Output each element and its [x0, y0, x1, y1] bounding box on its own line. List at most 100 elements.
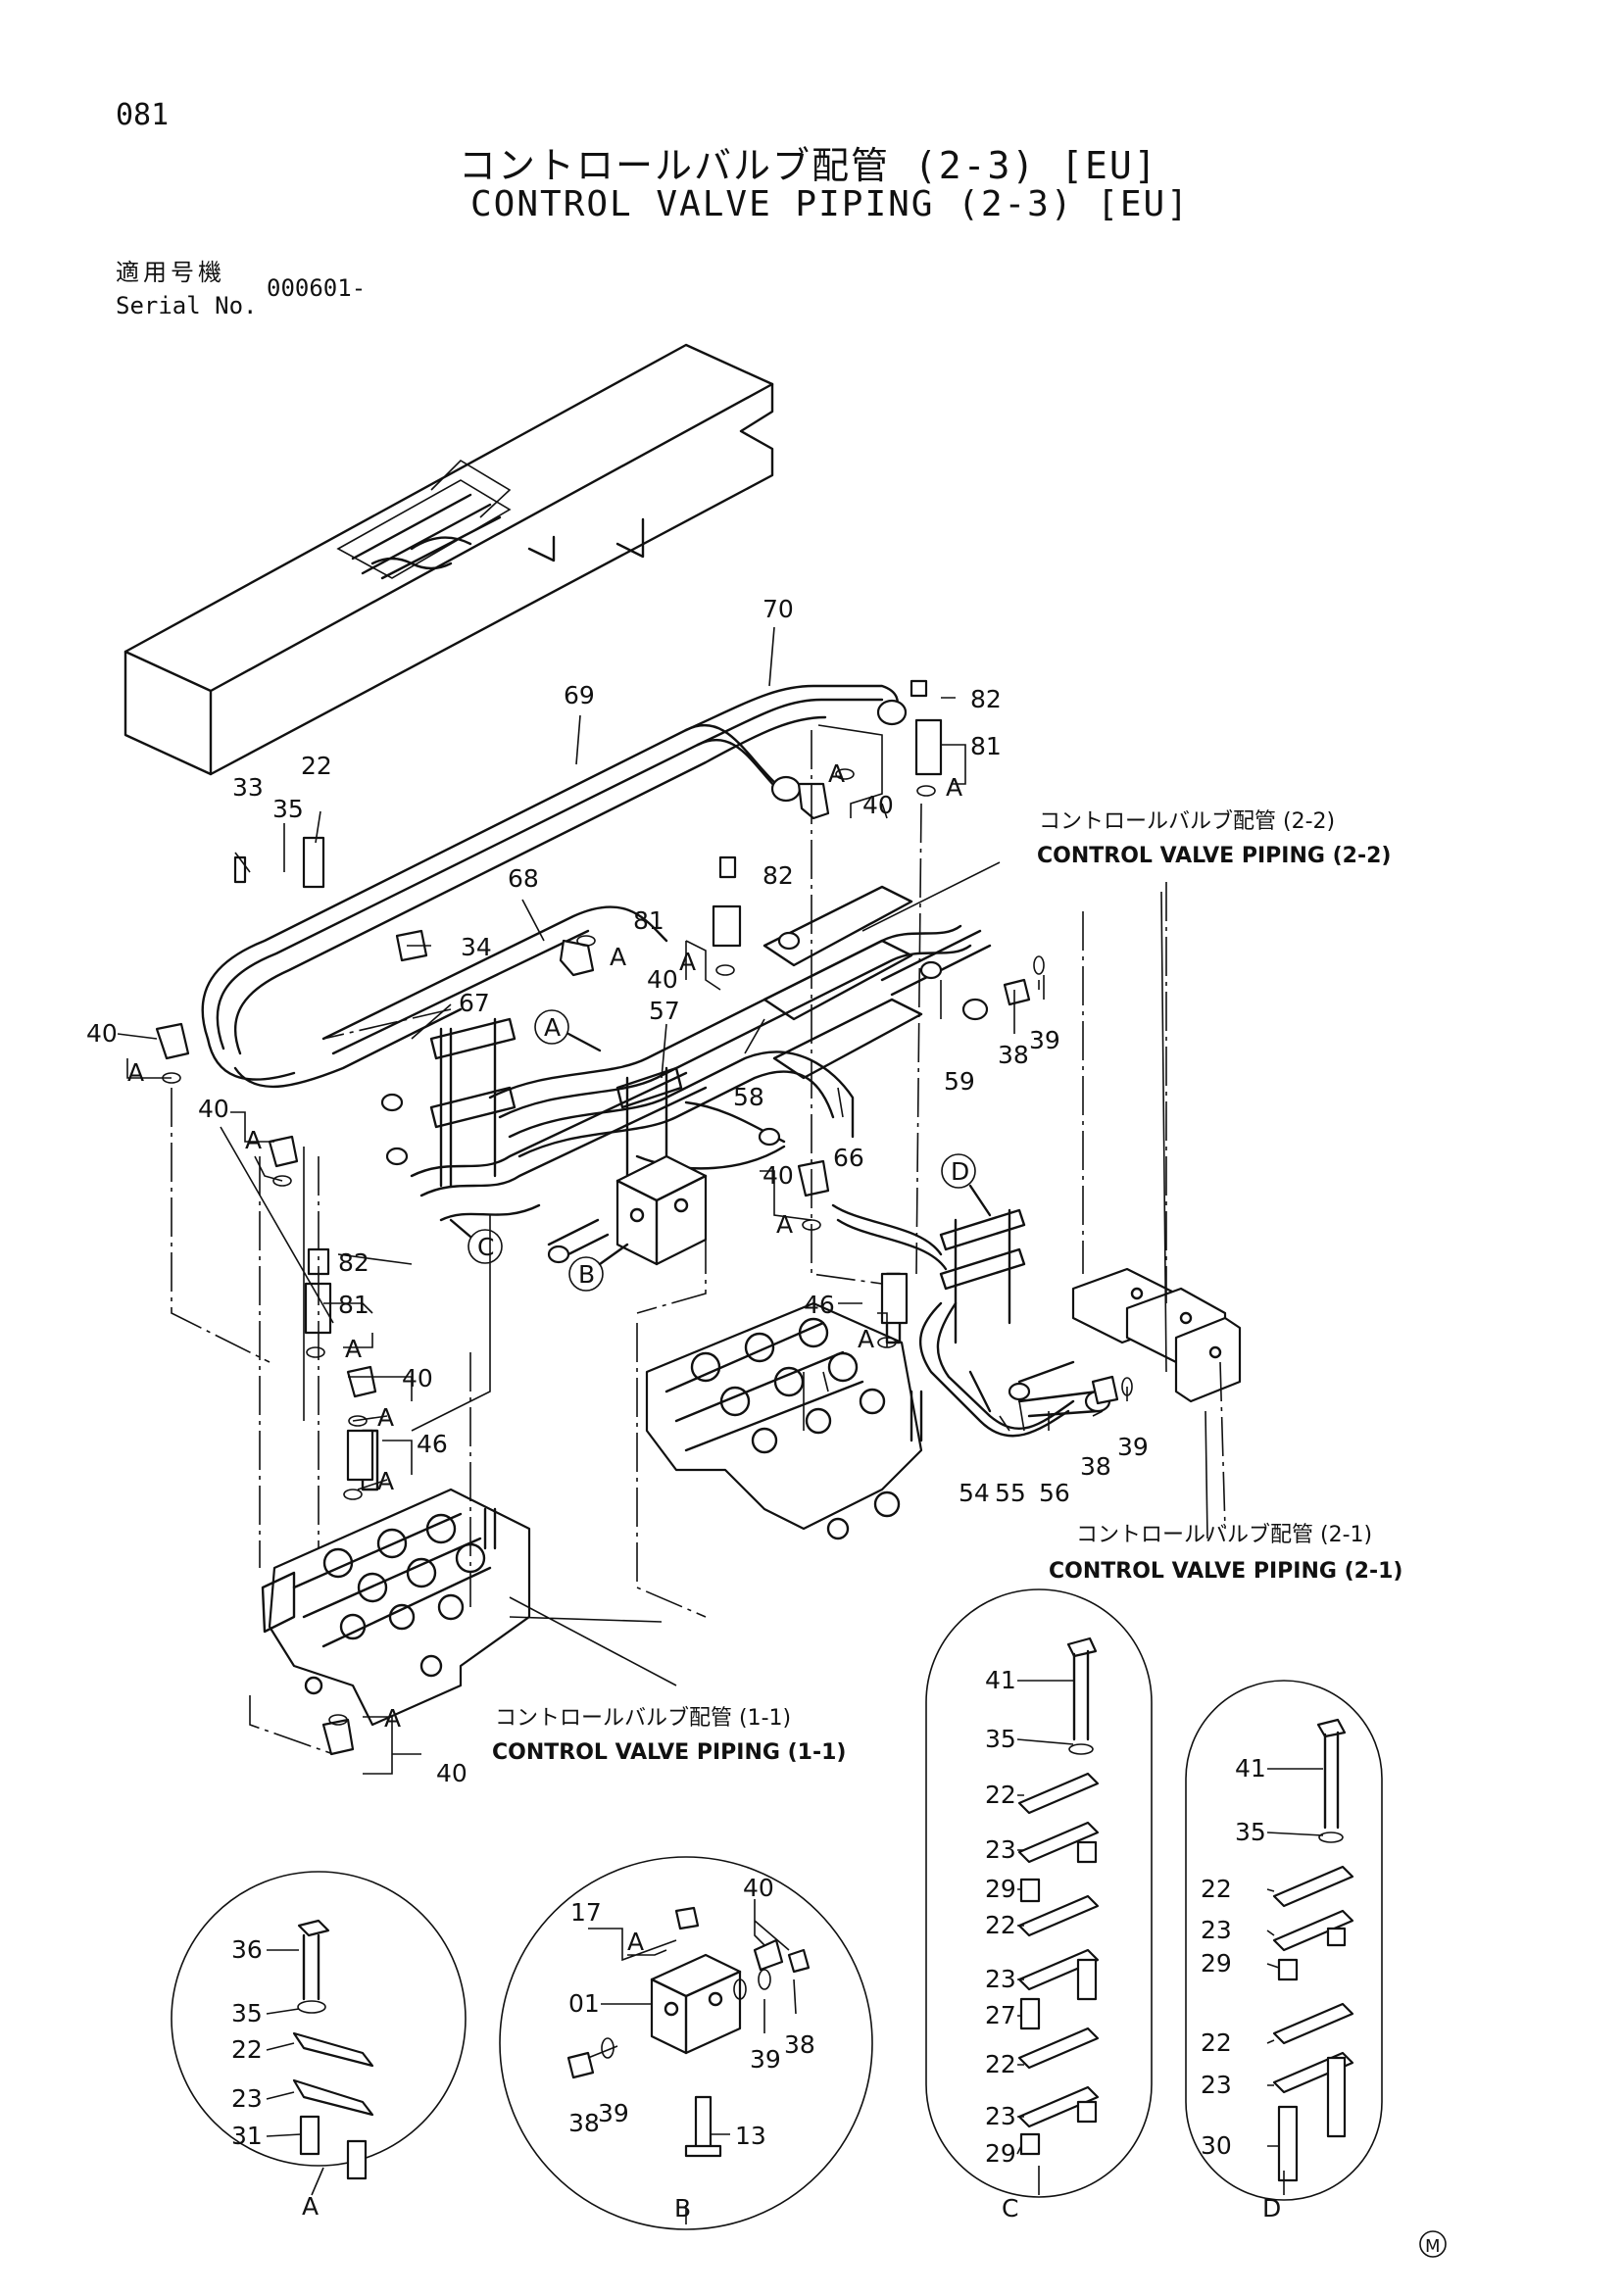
control-valve-right — [645, 1272, 923, 1540]
callout-a: A — [679, 948, 696, 976]
callout-38: 38 — [998, 1041, 1029, 1069]
callout-69: 69 — [564, 681, 595, 709]
callout-34: 34 — [461, 933, 492, 961]
callout-54: 54 — [959, 1479, 990, 1507]
detail-leader-lines — [266, 1680, 1324, 2224]
callout-a: A — [384, 1704, 401, 1733]
detail-a-part: 22 — [231, 2035, 263, 2064]
center-pipe-bundle — [380, 885, 992, 1264]
callout-40: 40 — [862, 791, 894, 819]
machine-frame-overview — [123, 343, 774, 776]
callout-59: 59 — [944, 1067, 975, 1096]
callout-66: 66 — [833, 1144, 864, 1172]
callout-55: 55 — [995, 1479, 1026, 1507]
detail-d-part: 29 — [1201, 1949, 1232, 1978]
callout-a: A — [377, 1403, 394, 1432]
callout-67: 67 — [459, 989, 490, 1017]
detail-d-part: 22 — [1201, 2028, 1232, 2057]
detail-b-part: 39 — [750, 2045, 781, 2074]
callout-a: A — [345, 1335, 362, 1363]
footer-mark-letter: M — [1425, 2236, 1441, 2257]
callout-a: A — [946, 773, 962, 802]
view-marker-c: C — [477, 1233, 494, 1261]
serial-number-value: 000601- — [267, 274, 367, 302]
callout-40: 40 — [647, 965, 678, 994]
right-pipes-and-blocks — [831, 1203, 1242, 1438]
reference-dashed-lines — [171, 730, 1226, 1755]
detail-c-label: C — [1002, 2194, 1018, 2223]
detail-b-part: 13 — [735, 2122, 766, 2150]
serial-label-japanese: 適用号機 — [116, 259, 225, 286]
detail-c-part: 35 — [985, 1725, 1016, 1753]
view-markers: A C B D — [449, 1009, 992, 1292]
detail-b-part: 38 — [568, 2109, 600, 2137]
manifold-block-center — [615, 1154, 708, 1266]
detail-c-part: 29 — [985, 1875, 1016, 1903]
callout-40: 40 — [86, 1019, 118, 1048]
callout-40: 40 — [402, 1364, 433, 1392]
detail-b-part: 01 — [568, 1989, 600, 2018]
callout-81: 81 — [970, 732, 1002, 760]
detail-c-part: 23 — [985, 1965, 1016, 1993]
callout-82: 82 — [338, 1248, 369, 1277]
callout-40: 40 — [436, 1759, 467, 1787]
callout-38: 38 — [1080, 1452, 1111, 1481]
detail-b-part: 38 — [784, 2030, 815, 2059]
pipe-69-70-loop — [201, 684, 908, 1089]
callout-a: A — [858, 1325, 874, 1353]
detail-d-part: 23 — [1201, 1916, 1232, 1944]
detail-b-part: 39 — [598, 2099, 629, 2127]
callout-40: 40 — [762, 1161, 794, 1190]
callout-33: 33 — [232, 773, 264, 802]
callout-70: 70 — [762, 595, 794, 623]
detail-c-part: 23 — [985, 2102, 1016, 2130]
detail-c-part: 22 — [985, 1781, 1016, 1809]
callout-labels: 70 69 82 81 A A 40 33 22 35 68 82 34 81 … — [86, 595, 1149, 1787]
callout-58: 58 — [733, 1083, 764, 1111]
callout-a: A — [828, 759, 845, 788]
detail-d-part: 23 — [1201, 2071, 1232, 2099]
detail-d-part: 22 — [1201, 1875, 1232, 1903]
view-marker-b: B — [578, 1260, 595, 1289]
piping-references: コントロールバルブ配管 (2-2) CONTROL VALVE PIPING (… — [492, 809, 1402, 1765]
detail-c-part: 22 — [985, 2050, 1016, 2078]
control-valve-left — [261, 1429, 531, 1727]
callout-a: A — [245, 1126, 262, 1154]
ref-piping-2-1-en: CONTROL VALVE PIPING (2-1) — [1049, 1559, 1402, 1584]
detail-c-part: 29 — [985, 2139, 1016, 2168]
page-number: 081 — [116, 98, 170, 132]
detail-d-part: 30 — [1201, 2131, 1232, 2160]
detail-c-part: 27 — [985, 2001, 1016, 2029]
detail-d-part: 35 — [1235, 1818, 1266, 1846]
detail-c-part: 22 — [985, 1911, 1016, 1939]
ref-piping-2-1-jp: コントロールバルブ配管 (2-1) — [1076, 1523, 1372, 1547]
detail-b-labels: 17 A 40 01 39 38 38 39 13 B — [568, 1874, 815, 2223]
detail-a-part: 36 — [231, 1935, 263, 1964]
detail-c-part: 23 — [985, 1835, 1016, 1864]
callout-46: 46 — [417, 1430, 448, 1458]
leader-lines — [117, 626, 1208, 1775]
callout-81: 81 — [338, 1291, 369, 1319]
detail-view-d — [1185, 1680, 1383, 2201]
callout-a: A — [377, 1467, 394, 1495]
callout-46: 46 — [804, 1291, 835, 1319]
callout-82: 82 — [970, 685, 1002, 713]
detail-c-part: 41 — [985, 1666, 1016, 1694]
detail-a-part: 23 — [231, 2084, 263, 2113]
detail-b-part: A — [627, 1928, 644, 1956]
callout-82: 82 — [762, 861, 794, 890]
ref-piping-2-2-jp: コントロールバルブ配管 (2-2) — [1039, 809, 1335, 834]
serial-label-english: Serial No. — [116, 292, 258, 319]
detail-view-b — [499, 1856, 873, 2230]
view-marker-a: A — [544, 1013, 561, 1042]
fittings — [155, 679, 1119, 1756]
footer-mark: M — [1419, 2230, 1447, 2258]
ref-piping-2-2-en: CONTROL VALVE PIPING (2-2) — [1037, 844, 1391, 868]
detail-d-label: D — [1262, 2194, 1281, 2223]
callout-a: A — [127, 1058, 144, 1087]
detail-d-part: 41 — [1235, 1754, 1266, 1783]
callout-40: 40 — [198, 1095, 229, 1123]
callout-39: 39 — [1117, 1433, 1149, 1461]
callout-a: A — [776, 1210, 793, 1239]
